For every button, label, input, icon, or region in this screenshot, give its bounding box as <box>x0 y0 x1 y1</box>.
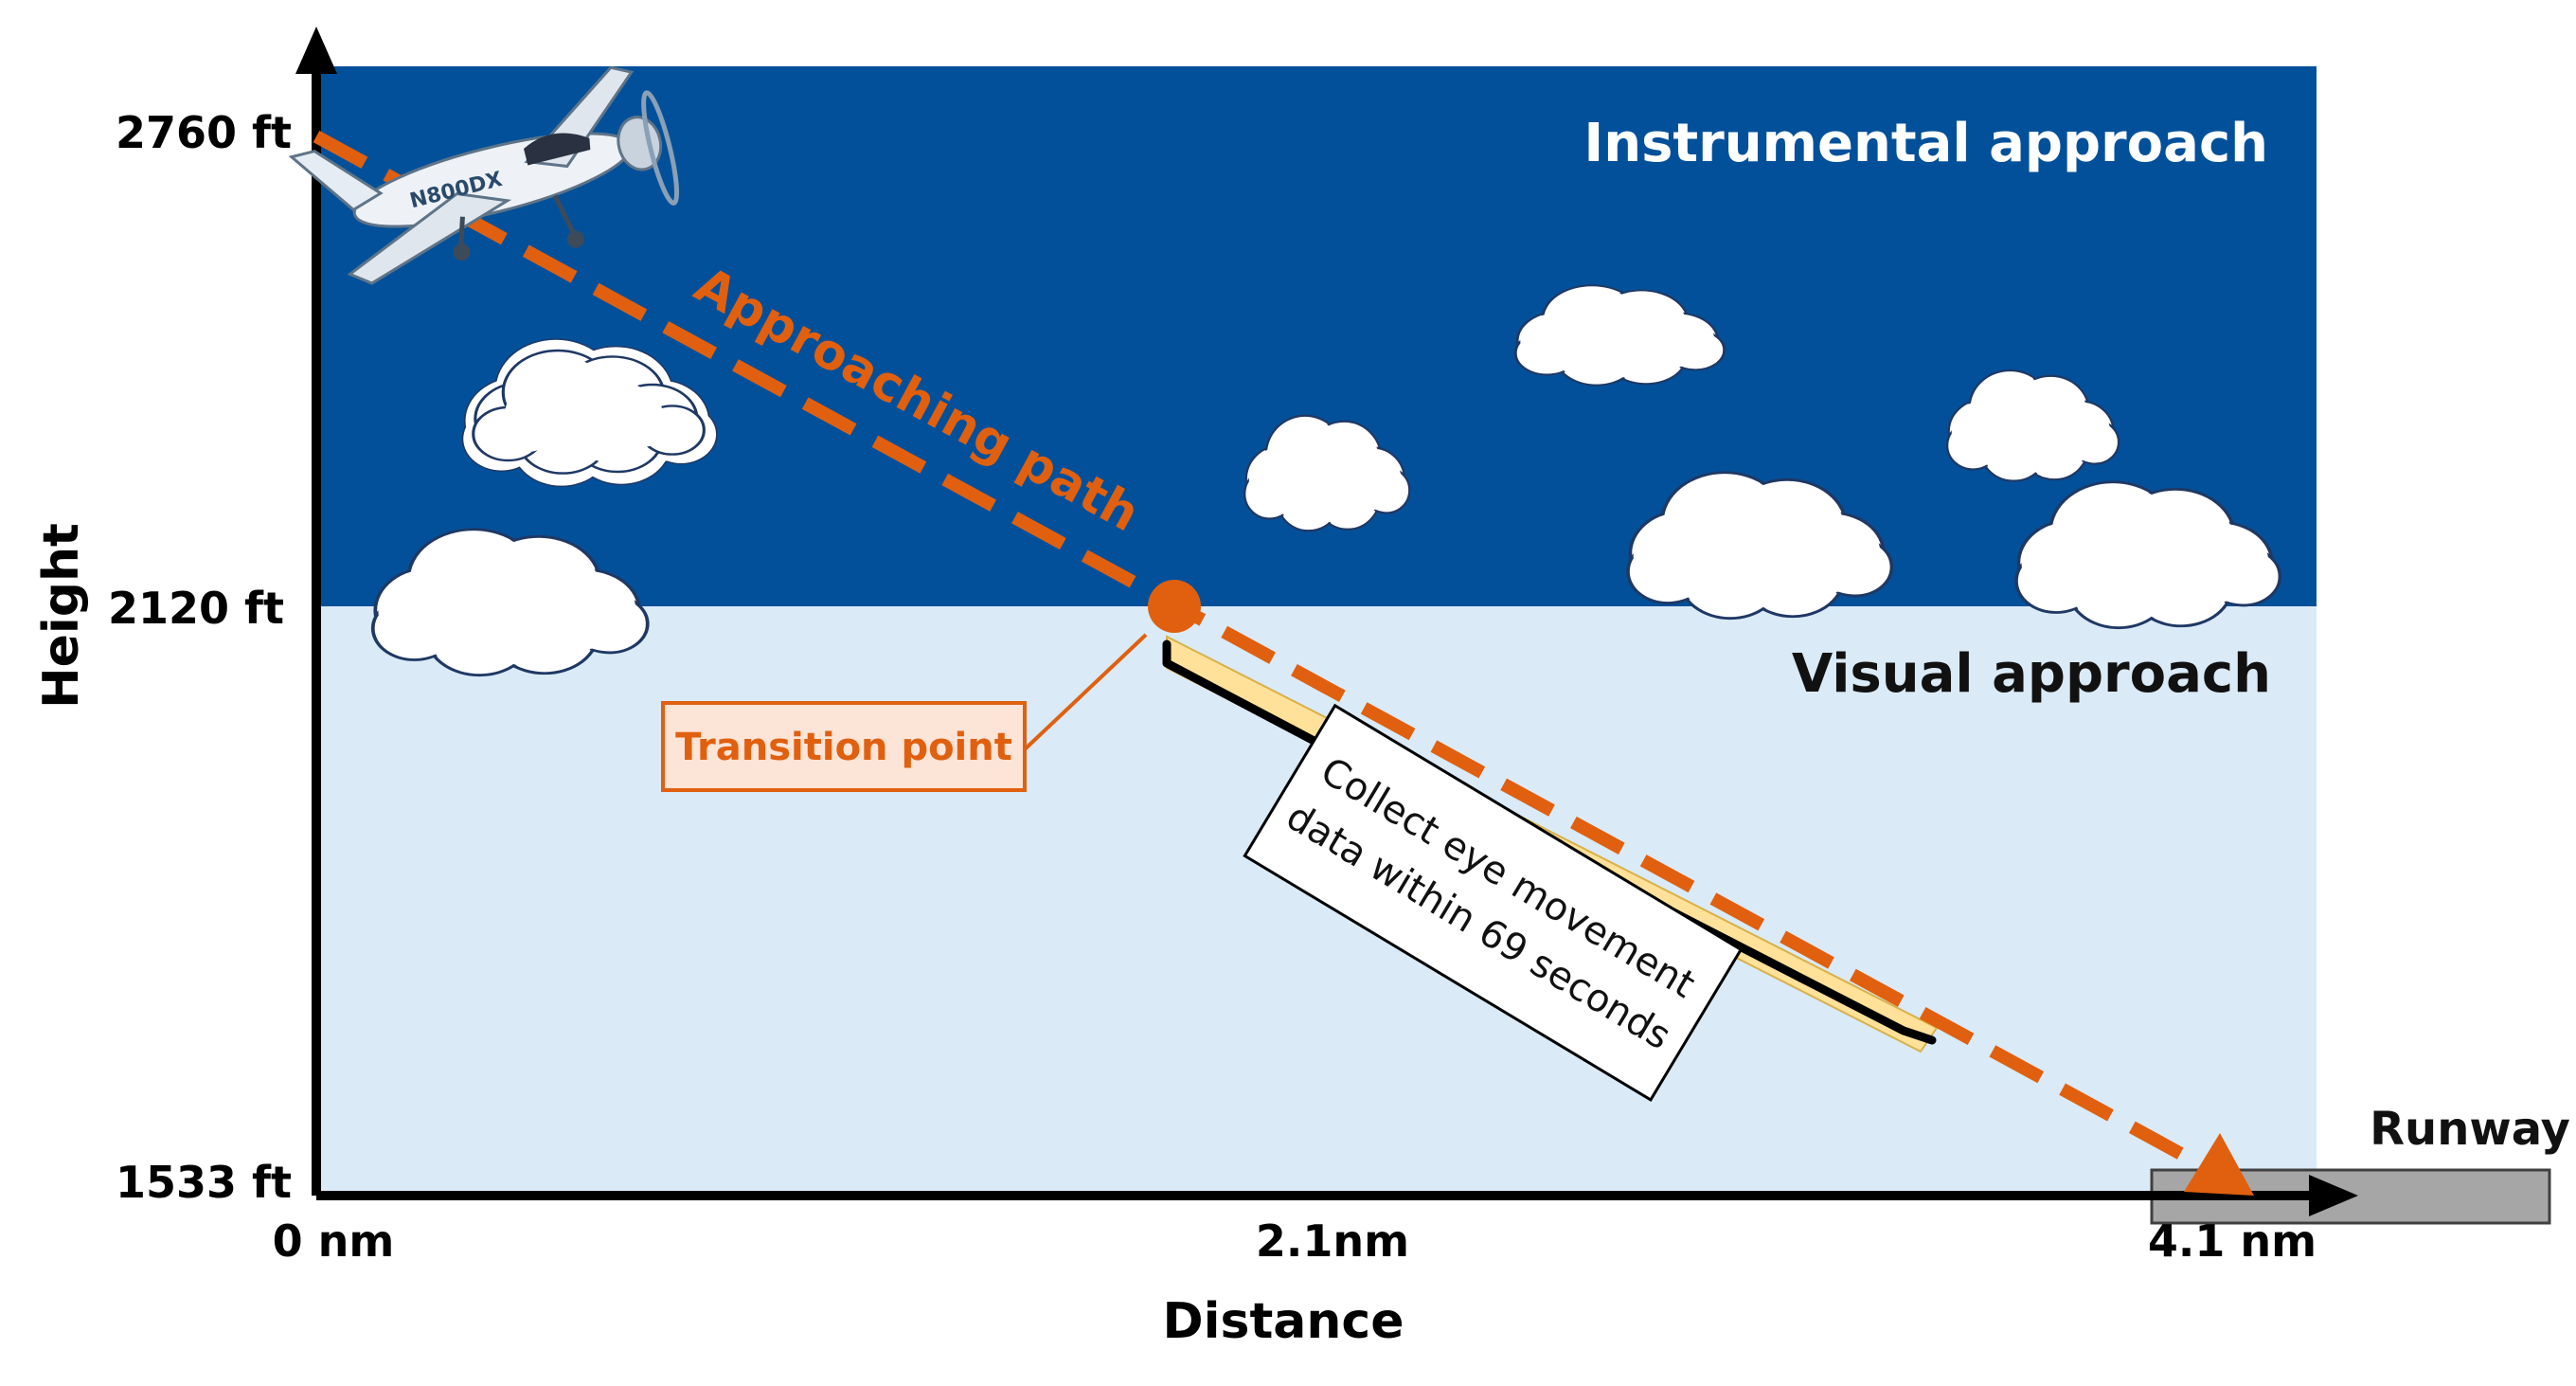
visual-zone <box>316 606 2317 1196</box>
x-tick-2-1: 2.1nm <box>1256 1215 1409 1267</box>
transition-point-label: Transition point <box>675 726 1012 769</box>
instrumental-approach-label: Instrumental approach <box>1583 113 2268 174</box>
runway-label: Runway <box>2370 1103 2570 1156</box>
x-axis-title: Distance <box>1163 1293 1404 1350</box>
path-arrowhead <box>2184 1133 2254 1196</box>
y-tick-1533: 1533 ft <box>116 1157 292 1208</box>
approaching-path <box>313 130 2216 1178</box>
axes <box>295 27 2358 1216</box>
aircraft-icon: N800DX <box>288 65 680 285</box>
transition-leader-line <box>1024 633 1148 750</box>
visual-approach-label: Visual approach <box>1792 643 2271 705</box>
transition-point-marker <box>1148 580 1201 633</box>
transition-callout-box <box>661 701 1027 792</box>
y-axis-title: Height <box>33 523 90 709</box>
collect-note-box <box>1243 703 1744 1102</box>
x-tick-0: 0 nm <box>273 1215 395 1267</box>
y-tick-2760: 2760 ft <box>116 107 292 158</box>
y-tick-2120: 2120 ft <box>108 583 284 634</box>
x-tick-4-1: 4.1 nm <box>2148 1215 2317 1267</box>
